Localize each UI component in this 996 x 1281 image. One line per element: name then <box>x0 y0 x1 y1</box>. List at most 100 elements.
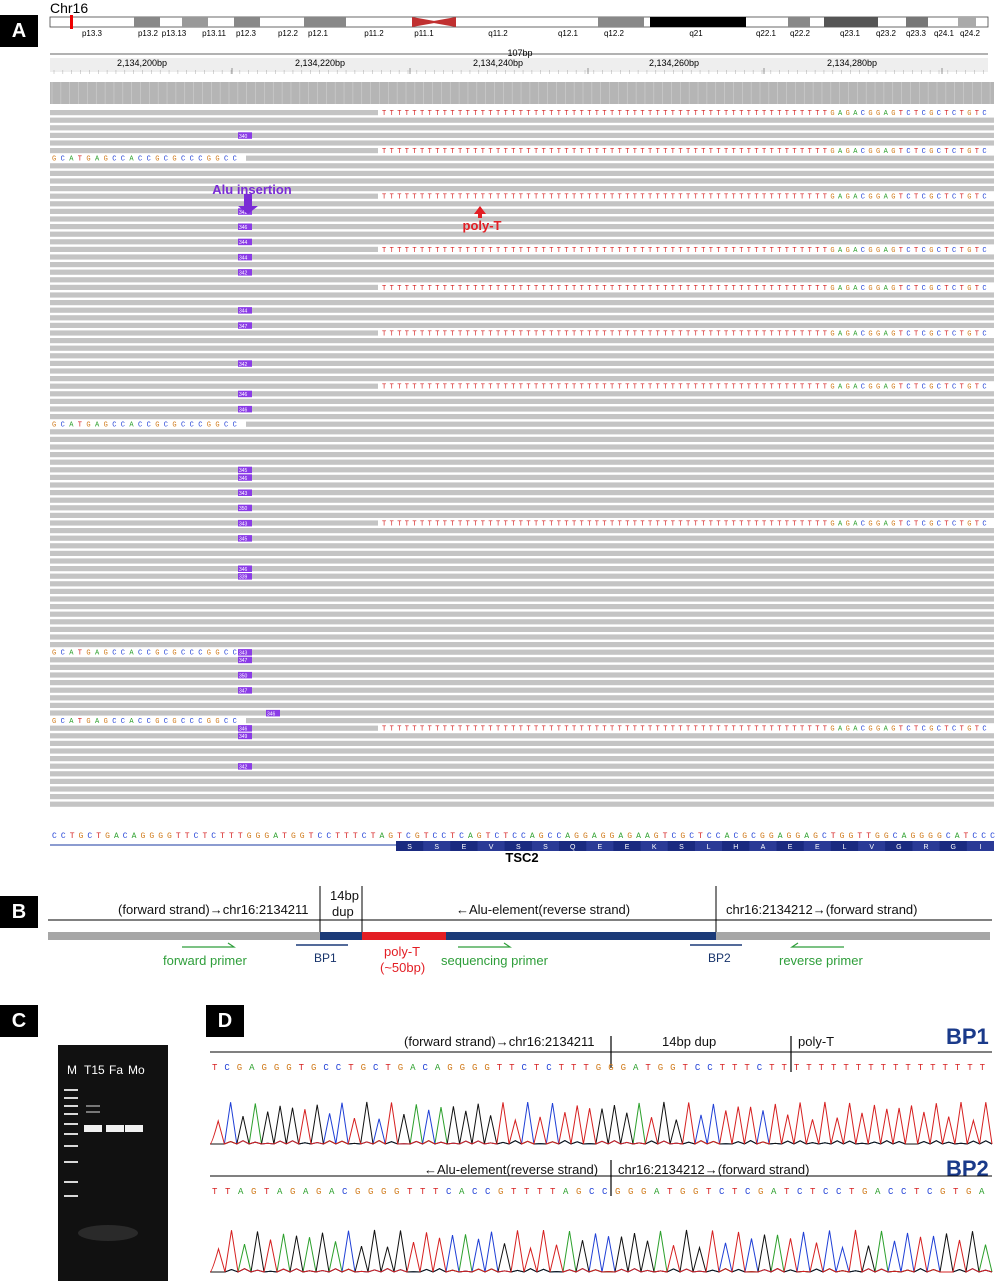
polyt-base: T <box>564 285 568 293</box>
polyt-base: T <box>496 285 500 293</box>
polyt-base: A <box>884 247 889 255</box>
polyt-base: G <box>929 285 933 293</box>
read <box>50 429 994 435</box>
reverse-primer-label: reverse primer <box>779 953 863 968</box>
panel-label-b: B <box>0 896 38 928</box>
bp2-trace <box>209 1229 993 1273</box>
insertion-box <box>238 504 252 512</box>
polyt-base: T <box>686 110 690 118</box>
polyt-base: G <box>868 110 872 118</box>
trace-base: T <box>782 1063 788 1073</box>
amino-acid: E <box>462 844 467 851</box>
polyt-base: T <box>960 148 964 156</box>
polyt-base: T <box>770 110 774 118</box>
flank-left-bar <box>48 932 320 940</box>
codon-block <box>776 841 804 851</box>
read <box>50 117 994 123</box>
polyt-base: C <box>952 194 956 202</box>
trace-base: G <box>316 1187 321 1197</box>
polyt-base: T <box>572 330 576 338</box>
polyt-base: G <box>876 194 880 202</box>
polyt-base: T <box>504 726 508 734</box>
polyt-base: T <box>511 726 515 734</box>
codon-block <box>695 841 723 851</box>
band-q23.1 <box>824 17 878 27</box>
softclip-base: G <box>215 422 219 430</box>
polyt-base: C <box>952 520 956 528</box>
reference-base: T <box>831 832 836 841</box>
polyt-base: T <box>944 330 948 338</box>
polyt-base: T <box>504 110 508 118</box>
polyt-base: T <box>648 520 652 528</box>
polyt-base: T <box>785 247 789 255</box>
polyt-base: G <box>846 110 850 118</box>
polyt-base: T <box>815 285 819 293</box>
read <box>50 338 994 344</box>
polyt-base: T <box>435 384 439 392</box>
polyt-base: C <box>861 384 865 392</box>
ruler-position-label: 2,134,280bp <box>827 58 877 68</box>
read <box>50 528 994 534</box>
polyt-base: T <box>382 194 386 202</box>
polyt-base: T <box>397 384 401 392</box>
polyt-base: T <box>481 247 485 255</box>
polyt-base: T <box>443 148 447 156</box>
reference-base: A <box>379 832 384 841</box>
polyt-base: A <box>853 726 858 734</box>
polyt-base: A <box>853 148 858 156</box>
softclip-base: G <box>86 156 90 164</box>
trace-base: T <box>212 1187 218 1197</box>
read <box>50 254 994 260</box>
band-label: p13.13 <box>162 29 187 38</box>
polyt-base: T <box>450 148 454 156</box>
read <box>50 505 994 511</box>
softclip-base: G <box>155 718 159 726</box>
polyt-base: T <box>420 110 424 118</box>
ladder-band <box>64 1089 78 1091</box>
polyt-base: T <box>777 110 781 118</box>
bp1-right-label: poly-T <box>798 1034 835 1049</box>
polyt-base: T <box>496 384 500 392</box>
polyt-base: T <box>564 247 568 255</box>
polyt-base: T <box>777 384 781 392</box>
polyt-base: T <box>648 330 652 338</box>
read <box>50 467 994 473</box>
polyt-base: T <box>663 194 667 202</box>
softclip-base: C <box>224 156 228 164</box>
polyt-base: T <box>382 330 386 338</box>
band-label: q24.2 <box>960 29 981 38</box>
trace-base: T <box>849 1187 855 1197</box>
polyt-base: T <box>648 384 652 392</box>
polyt-base: T <box>572 194 576 202</box>
trace-base: T <box>930 1063 936 1073</box>
polyt-base: T <box>960 247 964 255</box>
polyt-base: T <box>656 330 660 338</box>
softclip-base: T <box>78 718 82 726</box>
polyt-base: T <box>466 520 470 528</box>
reference-base: C <box>716 832 721 841</box>
coverage-track <box>50 82 994 104</box>
polyt-base: C <box>922 194 926 202</box>
polyt-base: C <box>906 194 910 202</box>
polyt-base: C <box>906 520 910 528</box>
polyt-base: T <box>390 247 394 255</box>
polyt-base: C <box>982 520 986 528</box>
polyt-base: G <box>929 247 933 255</box>
polyt-base: T <box>420 726 424 734</box>
band-label: p12.1 <box>308 29 329 38</box>
polyt-base: A <box>884 285 889 293</box>
amino-acid: I <box>979 844 981 851</box>
polyt-base: T <box>633 384 637 392</box>
polyt-base: T <box>640 726 644 734</box>
codon-block <box>613 841 641 851</box>
softclip-base: C <box>233 718 237 726</box>
insertion-count: 343 <box>239 491 248 497</box>
polyt-base: T <box>754 384 758 392</box>
polyt-base: T <box>397 110 401 118</box>
polyt-base: T <box>542 726 546 734</box>
polyt-base: T <box>481 384 485 392</box>
polyt-base: T <box>663 247 667 255</box>
reference-base: C <box>194 832 199 841</box>
trace-base: T <box>385 1063 391 1073</box>
